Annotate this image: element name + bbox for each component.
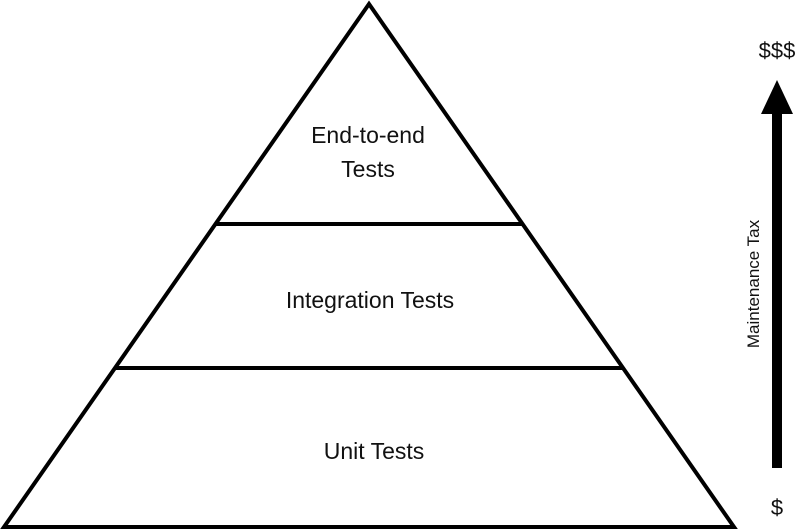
layer-label-end-to-end-line1: End-to-end (311, 122, 425, 148)
cost-low-label: $ (771, 495, 783, 520)
cost-high-label: $$$ (759, 38, 796, 63)
pyramid-outline (0, 0, 738, 529)
layer-label-end-to-end-line2: Tests (341, 156, 395, 182)
arrow-shaft (772, 112, 782, 468)
axis-title-maintenance-tax: Maintenance Tax (744, 219, 763, 348)
arrow-head-icon (761, 80, 793, 114)
layer-label-integration: Integration Tests (286, 287, 454, 313)
maintenance-cost-arrow (761, 80, 793, 468)
layer-label-unit: Unit Tests (324, 438, 425, 464)
